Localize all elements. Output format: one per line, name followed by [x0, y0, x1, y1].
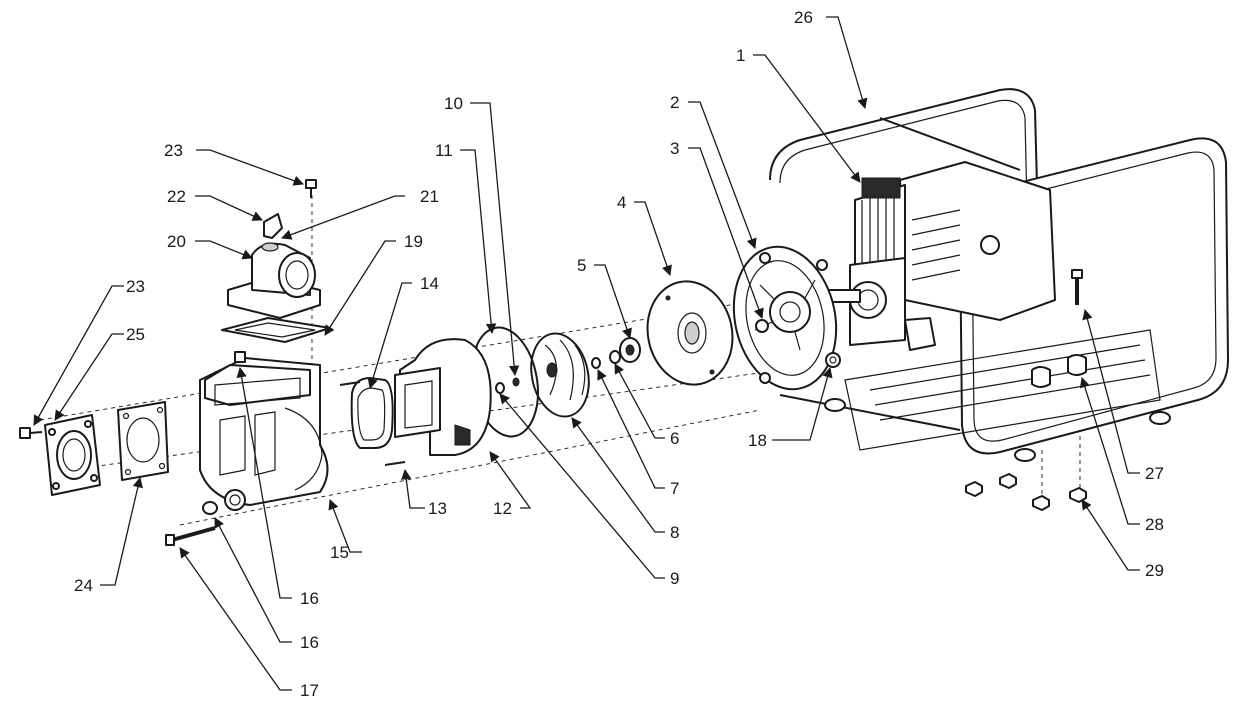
callout-16-bottom: 16 [300, 633, 319, 652]
callout-labels: 1 2 3 4 5 6 7 8 9 10 11 12 13 14 15 16 1… [74, 8, 1164, 700]
part-23-bolt-left [19, 427, 43, 439]
callout-29: 29 [1145, 561, 1164, 580]
part-24-flange-gasket [117, 401, 169, 481]
callout-21: 21 [420, 187, 439, 206]
part-20-discharge-elbow [227, 242, 321, 319]
callout-12: 12 [493, 499, 512, 518]
callout-18: 18 [748, 431, 767, 450]
callout-10: 10 [444, 94, 463, 113]
part-4-wear-plate [646, 280, 734, 386]
part-22-elbow-fitting [263, 213, 283, 239]
callout-3: 3 [670, 139, 679, 158]
part-27-mounting-bolt [1071, 269, 1083, 305]
part-6-washer [609, 350, 621, 364]
part-5-seal-ring [619, 337, 641, 363]
part-8-impeller [530, 332, 590, 418]
part-28-rubber-mount [1031, 354, 1087, 388]
callout-8: 8 [670, 523, 679, 542]
part-2-mounting-bracket [732, 245, 838, 391]
part-16-drain-plug-bottom [202, 501, 218, 515]
callout-1: 1 [736, 46, 745, 65]
callout-19: 19 [404, 232, 423, 251]
part-12-volute-casing [394, 338, 492, 456]
callout-15: 15 [330, 543, 349, 562]
engine-shroud-vents [911, 209, 961, 281]
callout-2: 2 [670, 93, 679, 112]
callout-14: 14 [420, 274, 439, 293]
callout-9: 9 [670, 569, 679, 588]
callout-7: 7 [670, 479, 679, 498]
part-3-mechanical-seal [755, 319, 769, 333]
part-16-drain-plug-top [234, 351, 246, 363]
callout-6: 6 [670, 429, 679, 448]
leader-lines [33, 16, 1140, 691]
part-18-nut [825, 352, 841, 368]
part-1-engine [819, 161, 1056, 351]
part-9-washer [495, 382, 505, 394]
part-23-bolt-top [305, 179, 317, 198]
part-7-spacer [591, 357, 601, 369]
part-29-flange-nuts [965, 473, 1087, 511]
callout-24: 24 [74, 576, 93, 595]
part-25-inlet-flange [44, 414, 101, 496]
callout-11: 11 [435, 141, 453, 160]
callout-16-top: 16 [300, 589, 319, 608]
part-14-gasket [350, 377, 394, 449]
callout-4: 4 [617, 193, 626, 212]
callout-26: 26 [794, 8, 813, 27]
part-15-pump-housing [199, 357, 329, 511]
callout-27: 27 [1145, 464, 1164, 483]
callout-5: 5 [577, 256, 586, 275]
callout-17: 17 [300, 681, 319, 700]
callout-22: 22 [167, 187, 186, 206]
callout-23-left: 23 [126, 277, 145, 296]
part-21-washer [261, 242, 279, 252]
part-10-key [512, 377, 520, 387]
part-19-top-gasket [221, 317, 331, 343]
part-13-bolts [339, 381, 406, 466]
callout-13: 13 [428, 499, 447, 518]
callout-25: 25 [126, 325, 145, 344]
callout-20: 20 [167, 232, 186, 251]
callout-28: 28 [1145, 515, 1164, 534]
part-17-long-bolt [165, 526, 216, 546]
callout-23-top: 23 [164, 141, 183, 160]
